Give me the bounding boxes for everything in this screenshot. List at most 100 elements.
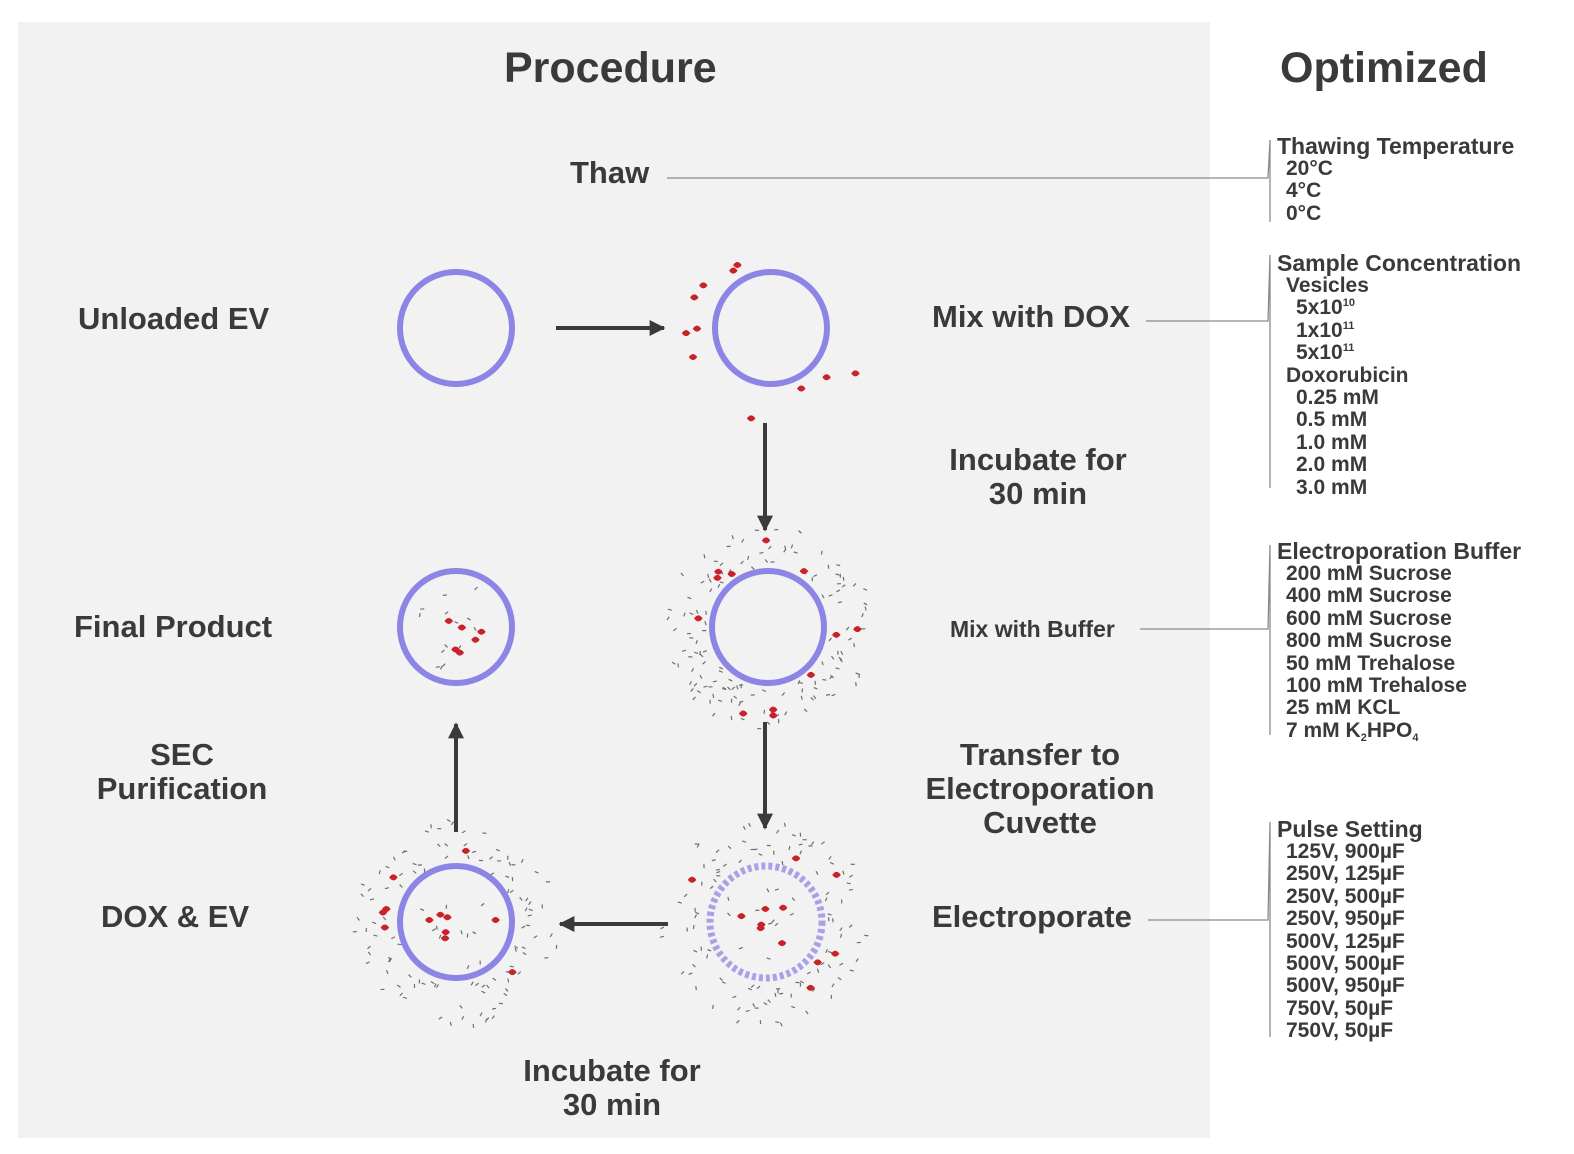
step-electroporate: Electroporate — [932, 899, 1132, 934]
buffer-particle — [461, 1015, 465, 1020]
buffer-particle — [836, 564, 841, 567]
buffer-particle — [827, 950, 833, 954]
buffer-particle — [695, 609, 699, 614]
step-incubate-1: Incubate for 30 min — [949, 442, 1127, 511]
buffer-particle — [408, 974, 412, 978]
buffer-particle — [799, 850, 803, 855]
buffer-particle — [450, 821, 455, 826]
dox-molecule — [778, 904, 788, 911]
buffer-particle — [839, 962, 844, 966]
buffer-particle — [768, 545, 772, 550]
buffer-particle — [717, 583, 721, 589]
dox-molecule — [380, 924, 390, 931]
buffer-particle — [466, 964, 470, 970]
buffer-particle — [731, 535, 734, 540]
buffer-particle — [835, 573, 840, 576]
buffer-particle — [677, 901, 682, 904]
dox-molecule — [799, 568, 809, 575]
buffer-particle — [827, 917, 830, 922]
buffer-particle — [509, 965, 514, 968]
buffer-particle — [733, 695, 738, 699]
buffer-particle — [702, 661, 706, 665]
buffer-particle — [367, 951, 372, 956]
buffer-particle — [727, 896, 730, 901]
pulse-item: 750V, 50µF — [1286, 1019, 1394, 1043]
dox-molecule — [797, 385, 806, 392]
buffer-particle — [742, 825, 746, 830]
buffer-particle — [781, 692, 786, 696]
buffer-particle — [385, 865, 390, 869]
buffer-particle — [836, 589, 841, 593]
step-final-product: Final Product — [74, 609, 273, 644]
dox-molecule — [443, 914, 452, 921]
buffer-particle — [827, 964, 832, 969]
sample-concentration-options: Sample Concentration Vesicles 5x1010 1x1… — [1277, 251, 1521, 499]
buffer-particle — [424, 830, 429, 833]
buffer-particle — [838, 656, 843, 661]
buffer-particle — [403, 850, 408, 853]
buffer-particle — [507, 978, 510, 983]
buffer-particle — [858, 673, 861, 678]
buffer-particle — [736, 1019, 740, 1024]
buffer-particle — [680, 572, 684, 577]
pulse-item: 500V, 125µF — [1286, 929, 1405, 953]
buffer-particle — [484, 1018, 488, 1023]
buffer-particle — [525, 897, 529, 902]
buffer-particle — [463, 843, 468, 847]
buffer-particle — [813, 686, 818, 690]
vesicle-mix-buffer — [709, 568, 827, 686]
buffer-particle — [821, 661, 824, 666]
dox-molecule — [746, 415, 756, 422]
buffer-particle — [696, 843, 700, 848]
buffer-particle — [549, 933, 553, 938]
buffer-particle — [696, 690, 701, 694]
dox-molecule — [461, 847, 471, 854]
buffer-particle — [853, 642, 856, 648]
buffer-particle — [505, 875, 510, 879]
buffer-particle — [533, 935, 538, 939]
buffer-particle — [691, 668, 695, 673]
buffer-particle — [388, 958, 392, 963]
step-incubate-2: Incubate for 30 min — [523, 1053, 701, 1122]
buffer-particle — [824, 897, 828, 902]
pulse-item: 250V, 950µF — [1286, 907, 1405, 931]
buffer-particle — [837, 601, 843, 604]
buffer-particle — [491, 1015, 495, 1020]
buffer-particle — [738, 947, 743, 950]
pulse-item: 500V, 950µF — [1286, 974, 1405, 998]
buffer-particle — [688, 972, 693, 976]
buffer-particle — [367, 945, 371, 950]
buffer-particle — [828, 855, 832, 860]
buffer-particle — [461, 830, 466, 834]
buffer-particle — [718, 670, 723, 673]
buffer-particle — [864, 934, 869, 937]
buffer-particle — [719, 562, 724, 567]
dox-molecule — [378, 909, 388, 916]
buffer-particle — [713, 878, 717, 883]
vesicle-item: 5x1011 — [1296, 341, 1355, 365]
dox-molecule — [692, 325, 702, 332]
buffer-item: 50 mM Trehalose — [1286, 651, 1456, 675]
dox-molecule — [727, 571, 736, 578]
buffer-particle — [707, 949, 712, 952]
buffer-particle — [472, 850, 477, 854]
buffer-particle — [822, 678, 827, 681]
buffer-particle — [382, 916, 387, 921]
buffer-particle — [365, 961, 370, 965]
buffer-particle — [791, 897, 796, 902]
procedure-heading: Procedure — [504, 44, 717, 92]
dox-molecule — [436, 911, 445, 918]
buffer-particle — [852, 583, 857, 587]
buffer-particle — [495, 848, 500, 852]
buffer-particle — [667, 608, 672, 611]
buffer-particle — [437, 843, 441, 848]
buffer-particle — [779, 1022, 783, 1027]
buffer-particle — [812, 987, 816, 992]
buffer-particle — [712, 680, 717, 683]
buffer-particle — [798, 530, 802, 534]
buffer-particle — [490, 872, 495, 876]
procedure-panel — [18, 22, 1210, 1138]
buffer-particle — [384, 887, 389, 890]
vesicle-dox-ev — [397, 863, 515, 981]
buffer-particle — [736, 685, 739, 690]
